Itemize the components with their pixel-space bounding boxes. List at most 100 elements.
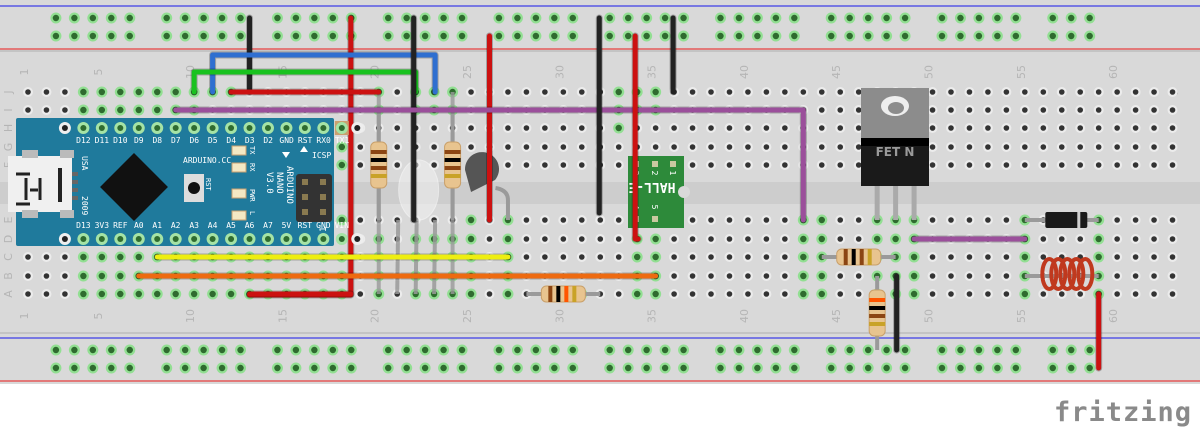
rail-hole[interactable]	[274, 32, 281, 40]
rail-hole[interactable]	[975, 32, 983, 40]
hole-62C[interactable]	[1151, 254, 1157, 260]
hole-45I[interactable]	[837, 107, 844, 113]
rail-hole[interactable]	[1086, 32, 1093, 40]
rail-hole[interactable]	[864, 14, 872, 22]
hole-43J[interactable]	[800, 89, 807, 95]
hole-46D[interactable]	[855, 236, 862, 242]
rail-hole[interactable]	[163, 32, 170, 40]
hole-56C[interactable]	[1040, 254, 1047, 260]
rail-hole[interactable]	[901, 32, 909, 40]
rail-hole[interactable]	[311, 14, 318, 22]
hole-56H[interactable]	[1040, 125, 1047, 131]
hole-44B[interactable]	[818, 272, 825, 280]
hole-5I[interactable]	[98, 106, 106, 114]
hole-45D[interactable]	[837, 236, 844, 242]
hole-8I[interactable]	[154, 106, 161, 114]
rail-hole[interactable]	[717, 14, 724, 22]
hole-25A[interactable]	[467, 290, 475, 298]
hole-39B[interactable]	[726, 273, 733, 279]
rail-hole[interactable]	[828, 364, 835, 372]
hole-61H[interactable]	[1132, 125, 1139, 131]
hole-46E[interactable]	[855, 217, 862, 223]
rail-hole[interactable]	[495, 14, 503, 22]
nano-pin[interactable]	[338, 125, 345, 131]
rail-hole[interactable]	[606, 14, 613, 22]
hole-60I[interactable]	[1114, 107, 1120, 113]
hole-23F[interactable]	[431, 162, 437, 168]
rail-hole[interactable]	[717, 364, 724, 372]
rail-hole[interactable]	[1049, 364, 1056, 372]
hole-62I[interactable]	[1151, 107, 1157, 113]
hole-35H[interactable]	[652, 125, 659, 131]
nano-pin[interactable]	[338, 236, 345, 242]
hole-41F[interactable]	[763, 162, 770, 168]
nano-pin[interactable]	[154, 125, 161, 131]
rail-hole[interactable]	[218, 346, 226, 354]
hole-60C[interactable]	[1114, 254, 1120, 260]
rail-hole[interactable]	[551, 346, 558, 354]
nano-pin[interactable]	[283, 125, 290, 131]
hole-58H[interactable]	[1077, 125, 1084, 131]
nano-pin[interactable]	[98, 236, 105, 242]
hole-55I[interactable]	[1022, 107, 1028, 113]
hole-58A[interactable]	[1077, 291, 1084, 297]
hole-45E[interactable]	[837, 217, 844, 223]
rail-hole[interactable]	[643, 14, 650, 22]
hole-18E[interactable]	[338, 216, 346, 224]
hole-39F[interactable]	[726, 162, 733, 168]
hole-28E[interactable]	[523, 217, 530, 223]
hole-57A[interactable]	[1058, 291, 1065, 297]
hole-9J[interactable]	[172, 88, 179, 96]
rail-hole[interactable]	[680, 346, 687, 354]
hole-56A[interactable]	[1040, 291, 1047, 297]
hole-61I[interactable]	[1132, 107, 1139, 113]
rail-hole[interactable]	[200, 346, 207, 354]
resistor-led-2[interactable]	[444, 110, 462, 220]
rail-hole[interactable]	[606, 32, 613, 40]
rail-hole[interactable]	[754, 346, 761, 354]
hole-50F[interactable]	[929, 162, 936, 168]
hole-38J[interactable]	[708, 89, 714, 95]
rail-hole[interactable]	[643, 346, 650, 354]
rail-hole[interactable]	[772, 14, 780, 22]
hole-56D[interactable]	[1040, 236, 1047, 242]
nano-pin[interactable]	[301, 236, 308, 242]
hole-60B[interactable]	[1114, 273, 1120, 279]
hole-52G[interactable]	[966, 144, 973, 150]
rail-hole[interactable]	[828, 32, 835, 40]
rail-hole[interactable]	[606, 364, 613, 372]
rail-hole[interactable]	[680, 14, 687, 22]
hole-54B[interactable]	[1003, 273, 1010, 279]
hole-2J[interactable]	[43, 89, 50, 95]
hole-56J[interactable]	[1040, 89, 1047, 95]
hole-42F[interactable]	[782, 162, 788, 168]
hole-54F[interactable]	[1003, 162, 1010, 168]
wire-purple[interactable]	[172, 106, 807, 224]
hole-36G[interactable]	[671, 144, 677, 150]
hole-26D[interactable]	[486, 236, 493, 242]
resistor-hall[interactable]	[526, 285, 601, 303]
rail-hole[interactable]	[385, 14, 392, 22]
hole-50A[interactable]	[929, 291, 936, 297]
hole-57G[interactable]	[1058, 144, 1065, 150]
rail-hole[interactable]	[89, 346, 97, 354]
hole-41D[interactable]	[763, 236, 770, 242]
rail-hole[interactable]	[717, 32, 724, 40]
hole-33H[interactable]	[615, 124, 622, 132]
rail-hole[interactable]	[71, 346, 78, 354]
nano-pin[interactable]	[80, 236, 87, 242]
hole-41H[interactable]	[763, 125, 770, 131]
hole-60E[interactable]	[1114, 217, 1120, 223]
rail-hole[interactable]	[883, 364, 890, 372]
hole-4J[interactable]	[80, 88, 87, 96]
hole-37D[interactable]	[689, 236, 696, 242]
hole-45F[interactable]	[837, 162, 844, 168]
hole-41A[interactable]	[763, 291, 770, 297]
hole-51A[interactable]	[948, 291, 954, 297]
hole-21G[interactable]	[394, 144, 401, 150]
nano-pin[interactable]	[80, 125, 87, 131]
hole-55A[interactable]	[1021, 290, 1029, 298]
hole-52E[interactable]	[966, 217, 973, 223]
hole-4C[interactable]	[80, 253, 87, 261]
hole-38H[interactable]	[708, 125, 714, 131]
